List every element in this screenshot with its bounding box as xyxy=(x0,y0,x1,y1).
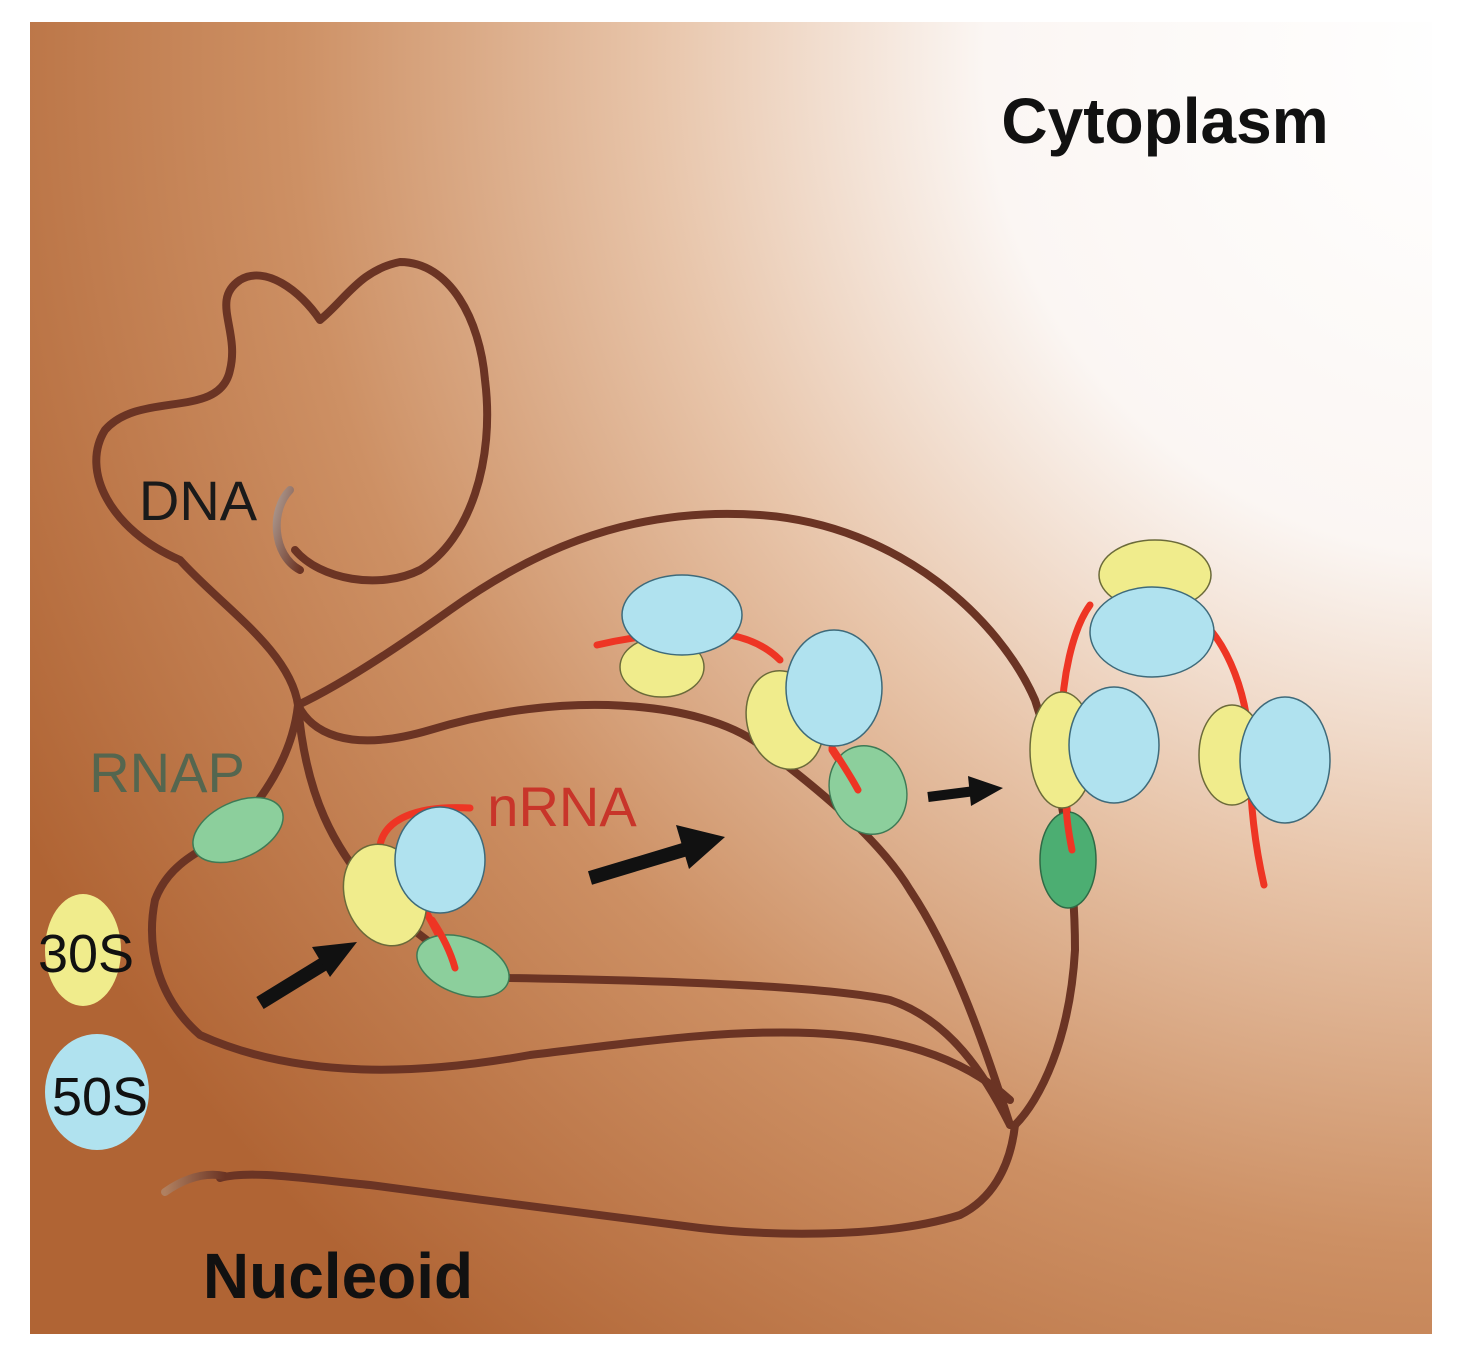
dna-upper-loop xyxy=(92,258,492,709)
arrow-icon xyxy=(587,825,725,885)
50s-site1 xyxy=(394,806,486,914)
dna-end-lower xyxy=(161,1170,229,1196)
30s-free xyxy=(45,894,121,1006)
30s-label: 30S xyxy=(38,924,134,984)
background xyxy=(30,22,1432,1334)
rnap-site1 xyxy=(416,934,510,998)
50s-site3a xyxy=(1068,686,1160,804)
arrow-icon xyxy=(256,942,357,1009)
dna-end-upper xyxy=(272,486,304,574)
dna-label: DNA xyxy=(139,469,258,532)
50s-label: 50S xyxy=(52,1067,148,1127)
expressome-site-3 xyxy=(1029,539,1331,909)
nucleoid-label: Nucleoid xyxy=(203,1240,473,1312)
rna-site2-exit xyxy=(828,744,862,794)
50s-free xyxy=(45,1034,149,1150)
50s-site2b xyxy=(785,629,883,747)
50s-site3b xyxy=(1089,586,1215,678)
expressome-site-1 xyxy=(342,806,510,998)
cytoplasm-label: Cytoplasm xyxy=(1001,85,1328,157)
dna-inner-loop xyxy=(294,701,1014,1129)
50s-site3c xyxy=(1239,696,1331,824)
rnap-label: RNAP xyxy=(89,741,245,804)
rna-label: nRNA xyxy=(487,775,637,838)
rna-site1-exit xyxy=(428,916,459,972)
dna-outer-loop xyxy=(294,509,1079,1129)
50s-site2a xyxy=(621,574,743,656)
dna-bottom-strand xyxy=(216,1121,1019,1238)
rnap-free xyxy=(192,796,284,864)
arrow-icon xyxy=(927,776,1003,806)
arrows xyxy=(256,776,1003,1009)
expressome-site-2 xyxy=(619,574,908,835)
